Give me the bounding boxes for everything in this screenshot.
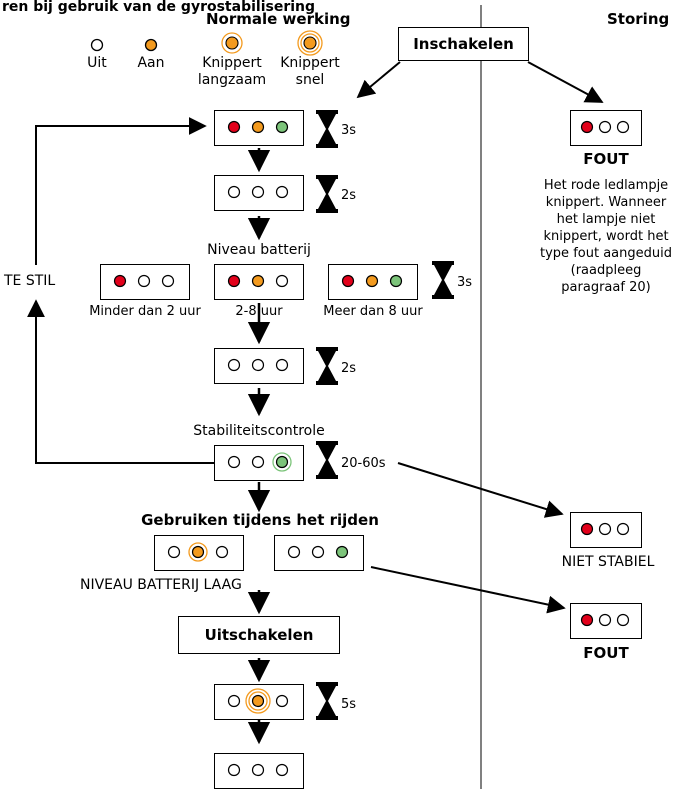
fault-desc-line-3: het lampje niet bbox=[556, 212, 656, 227]
battery-level-label: Niveau batterij bbox=[207, 242, 311, 258]
timer-shutdown: 5s bbox=[341, 697, 357, 712]
led-panel-pause-2 bbox=[214, 348, 304, 384]
legend-label-blink-slow-1: Knippert bbox=[202, 55, 262, 71]
arrow-loop-up bbox=[27, 299, 214, 464]
timer-battery: 3s bbox=[457, 275, 473, 290]
legend-label-on: Aan bbox=[137, 55, 165, 71]
hourglass-icon bbox=[432, 261, 454, 299]
timer-startup: 3s bbox=[341, 123, 357, 138]
hourglass-icon bbox=[316, 110, 338, 148]
arrow-on-to-normal bbox=[356, 61, 401, 99]
timer-stability: 20-60s bbox=[341, 456, 386, 471]
fault-label-1: FOUT bbox=[583, 150, 629, 168]
power-on-step: Inschakelen bbox=[398, 27, 529, 61]
too-quiet-label: TE STIL bbox=[2, 273, 58, 289]
led-panel-stability bbox=[214, 445, 304, 481]
arrow-loop-back bbox=[35, 117, 207, 265]
led-panel-pause-1 bbox=[214, 175, 304, 211]
fault-desc-line-2: knippert. Wanneer bbox=[545, 195, 667, 210]
led-panel-off bbox=[214, 753, 304, 789]
led-orange bbox=[252, 121, 265, 134]
legend-label-off: Uit bbox=[87, 55, 107, 71]
arrow-on-to-fault bbox=[527, 61, 604, 103]
led-panel-battery-low bbox=[100, 264, 190, 300]
not-stable-label: NIET STABIEL bbox=[561, 554, 655, 570]
battery-low-label: Minder dan 2 uur bbox=[89, 304, 201, 319]
led-panel-startup bbox=[214, 110, 304, 146]
battery-low-warning: NIVEAU BATTERIJ LAAG bbox=[80, 577, 242, 593]
led-green bbox=[276, 121, 289, 134]
led-panel-fault-2 bbox=[570, 603, 642, 639]
stability-check-label: Stabiliteitscontrole bbox=[193, 423, 325, 439]
timer-pause-1: 2s bbox=[341, 188, 357, 203]
hourglass-icon bbox=[316, 441, 338, 479]
led-panel-riding-normal bbox=[274, 535, 364, 571]
hourglass-icon bbox=[316, 175, 338, 213]
legend-led-blink-slow bbox=[221, 32, 243, 58]
legend-label-blink-fast-1: Knippert bbox=[280, 55, 340, 71]
led-red bbox=[228, 121, 241, 134]
normal-section-title: Normale werking bbox=[206, 10, 351, 28]
legend-led-on bbox=[144, 37, 158, 56]
fault-desc-line-5: type fout aangeduid bbox=[540, 246, 672, 261]
arrow-to-error-2 bbox=[370, 566, 566, 614]
fault-desc-line-4: knippert, wordt het bbox=[543, 229, 669, 244]
fault-desc-line-7: paragraaf 20) bbox=[561, 280, 651, 295]
timer-pause-2: 2s bbox=[341, 361, 357, 376]
battery-mid-label: 2-8 uur bbox=[235, 304, 283, 319]
hourglass-icon bbox=[316, 347, 338, 385]
power-off-step: Uitschakelen bbox=[178, 616, 340, 654]
fault-desc-line-1: Het rode ledlampje bbox=[543, 178, 669, 193]
legend-led-blink-fast bbox=[297, 30, 323, 60]
fault-label-2: FOUT bbox=[583, 644, 629, 662]
led-panel-battery-mid bbox=[214, 264, 304, 300]
legend-led-off bbox=[90, 37, 104, 56]
fault-section-title: Storing bbox=[607, 10, 670, 28]
led-panel-fault bbox=[570, 110, 642, 146]
battery-high-label: Meer dan 8 uur bbox=[323, 304, 423, 319]
arrow-to-not-stable bbox=[397, 462, 564, 518]
led-panel-battery-high bbox=[328, 264, 418, 300]
led-panel-not-stable bbox=[570, 512, 642, 548]
legend-label-blink-slow-2: langzaam bbox=[197, 72, 267, 88]
led-panel-shutdown bbox=[214, 684, 304, 720]
legend-label-blink-fast-2: snel bbox=[295, 72, 325, 88]
hourglass-icon bbox=[316, 682, 338, 720]
page-title-fragment: ren bij gebruik van de gyrostabilisering bbox=[2, 0, 316, 15]
riding-label: Gebruiken tijdens het rijden bbox=[141, 511, 379, 529]
led-panel-riding-low bbox=[154, 535, 244, 571]
fault-desc-line-6: (raadpleeg bbox=[570, 263, 642, 278]
